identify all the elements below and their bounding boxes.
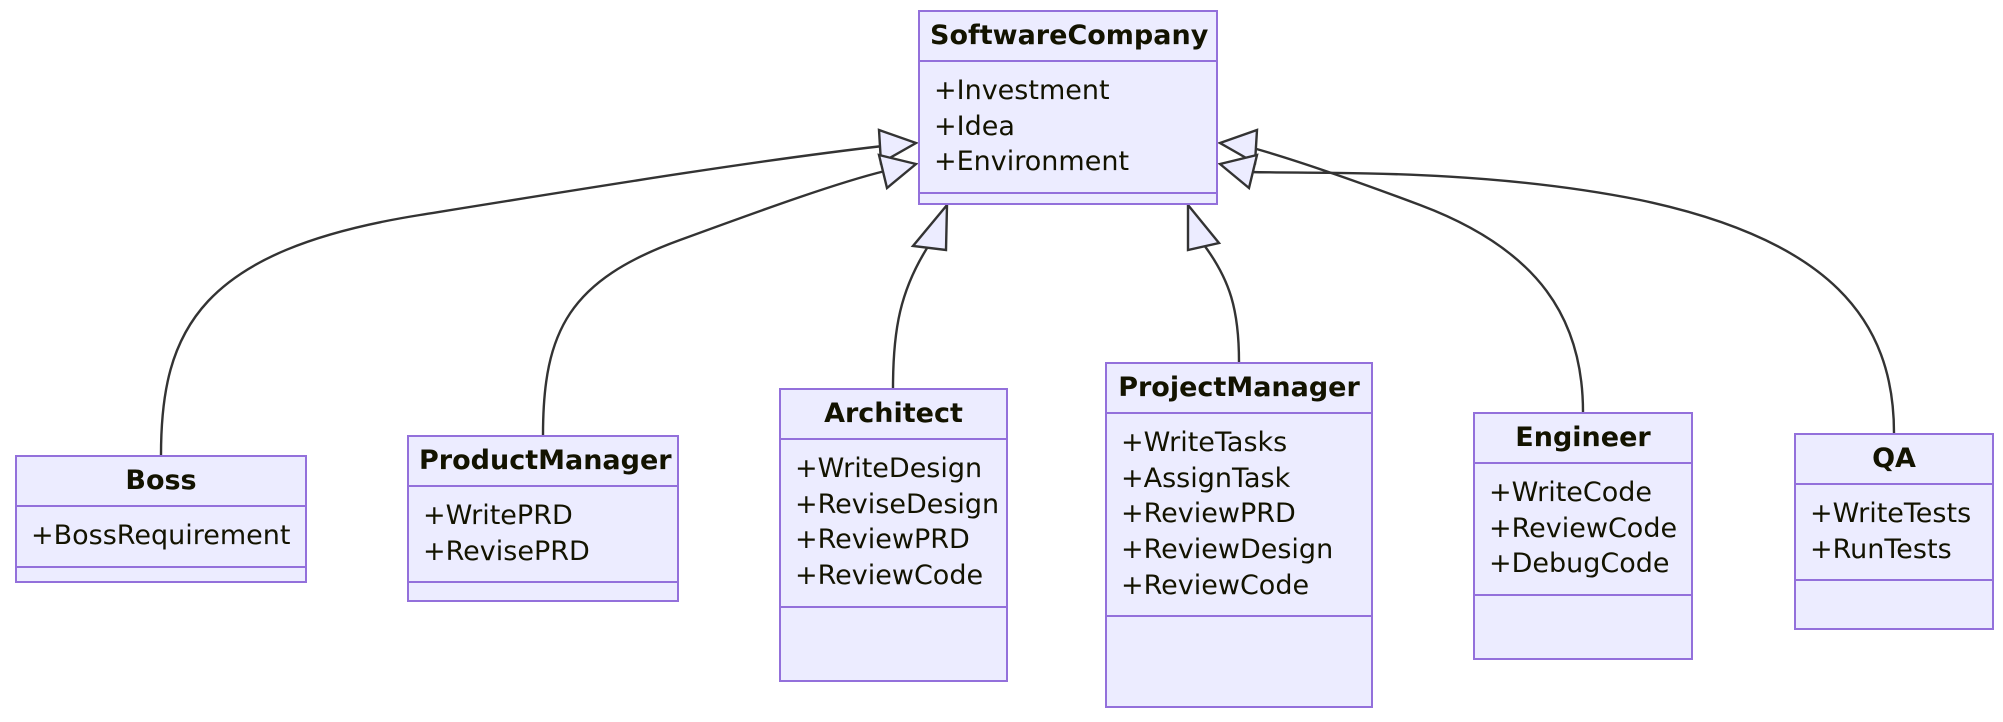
class-attributes: +Investment +Idea +Environment [920,62,1216,194]
edge-boss-to-softwarecompany [159,144,884,456]
class-title: ProductManager [409,437,677,487]
class-box-boss[interactable]: Boss +BossRequirement [15,455,307,583]
attribute-row: +AssignTask [1121,462,1291,494]
attribute-row: +ReviewCode [1121,569,1310,601]
arrowhead-boss [877,128,919,165]
class-attributes: +WriteDesign +ReviseDesign +ReviewPRD +R… [781,440,1006,608]
class-methods [920,194,1216,216]
attribute-row: +WriteTasks [1121,427,1288,458]
attribute-row: +RunTests [1810,533,1952,565]
class-methods [1475,596,1691,658]
class-methods [1107,617,1371,706]
attribute-row: +WriteDesign [795,453,983,484]
attribute-row: +RevisePRD [423,535,590,567]
attribute-row: +Idea [934,110,1015,142]
class-box-projectmanager[interactable]: ProjectManager +WriteTasks +AssignTask +… [1105,362,1373,708]
attribute-row: +ReviewPRD [1121,498,1296,530]
attribute-row: +ReviewDesign [1121,533,1334,565]
attribute-row: +BossRequirement [31,520,291,551]
class-title: SoftwareCompany [920,12,1216,62]
class-attributes: +WritePRD +RevisePRD [409,487,677,584]
edge-projectmanager-to-softwarecompany [1203,244,1241,363]
attribute-row: +ReviseDesign [795,488,1000,520]
arrowhead-qa [1217,153,1259,191]
arrowhead-engineer [1217,128,1259,165]
attribute-row: +Investment [934,75,1110,106]
class-box-productmanager[interactable]: ProductManager +WritePRD +RevisePRD [407,435,679,602]
class-methods [1796,581,1992,628]
class-attributes: +WriteTasks +AssignTask +ReviewPRD +Revi… [1107,414,1371,618]
class-methods [409,583,677,605]
class-attributes: +WriteTests +RunTests [1796,485,1992,582]
class-box-softwarecompany[interactable]: SoftwareCompany +Investment +Idea +Envir… [918,10,1218,205]
class-title: QA [1796,435,1992,485]
class-box-architect[interactable]: Architect +WriteDesign +ReviseDesign +Re… [779,388,1008,682]
class-title: ProjectManager [1107,364,1371,414]
class-attributes: +BossRequirement [17,507,305,568]
class-box-qa[interactable]: QA +WriteTests +RunTests [1794,433,1994,630]
class-attributes: +WriteCode +ReviewCode +DebugCode [1475,464,1691,596]
arrowhead-productmanager [877,153,919,191]
class-methods [781,608,1006,681]
attribute-row: +ReviewCode [795,559,984,591]
attribute-row: +WritePRD [423,500,573,531]
attribute-row: +WriteTests [1810,498,1972,529]
attribute-row: +ReviewPRD [795,524,970,556]
attribute-row: +ReviewCode [1489,512,1678,544]
class-methods [17,568,305,590]
class-title: Architect [781,390,1006,440]
attribute-row: +Environment [934,146,1130,178]
class-box-engineer[interactable]: Engineer +WriteCode +ReviewCode +DebugCo… [1473,412,1693,660]
attribute-row: +DebugCode [1489,548,1670,580]
attribute-row: +WriteCode [1489,477,1653,508]
edge-architect-to-softwarecompany [891,244,931,389]
class-title: Engineer [1475,414,1691,464]
class-title: Boss [17,457,305,507]
